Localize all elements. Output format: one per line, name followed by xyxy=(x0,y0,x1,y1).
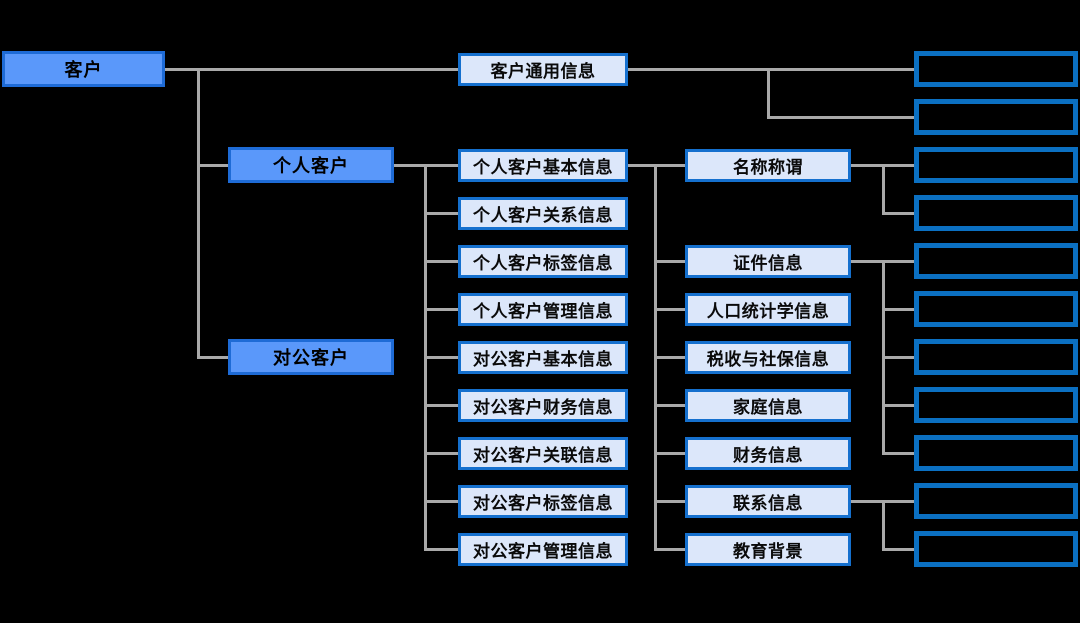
connector-line xyxy=(198,355,228,359)
node-duigong-kehu: 对公客户 xyxy=(228,339,394,375)
node-duigong-jiben: 对公客户基本信息 xyxy=(458,340,628,374)
node-leaf-6 xyxy=(914,339,1078,375)
node-geren-guanli: 个人客户管理信息 xyxy=(458,292,628,326)
connector-line xyxy=(198,163,228,167)
connector-line xyxy=(655,403,685,407)
connector-line xyxy=(196,67,200,359)
node-caiwu: 财务信息 xyxy=(685,436,851,470)
connector-line xyxy=(425,307,458,311)
node-leaf-1 xyxy=(914,99,1078,135)
node-label: 对公客户关联信息 xyxy=(473,445,613,465)
node-label: 对公客户 xyxy=(273,348,349,368)
connector-line xyxy=(883,547,914,551)
node-leaf-9 xyxy=(914,483,1078,519)
node-label: 客户 xyxy=(64,60,103,80)
connector-line xyxy=(425,403,458,407)
node-mingcheng: 名称称谓 xyxy=(685,148,851,182)
connector-line xyxy=(883,403,914,407)
node-duigong-guanlian: 对公客户关联信息 xyxy=(458,436,628,470)
connector-line xyxy=(883,307,914,311)
node-jiating: 家庭信息 xyxy=(685,388,851,422)
node-leaf-10 xyxy=(914,531,1078,567)
node-label: 联系信息 xyxy=(733,493,803,513)
node-leaf-0 xyxy=(914,51,1078,87)
node-label: 税收与社保信息 xyxy=(706,349,830,369)
connector-line xyxy=(425,259,458,263)
connector-line xyxy=(655,355,685,359)
connector-line xyxy=(881,163,885,215)
node-label: 个人客户 xyxy=(273,156,349,176)
connector-line xyxy=(165,67,458,71)
node-label: 人口统计学信息 xyxy=(706,301,830,321)
node-renkou: 人口统计学信息 xyxy=(685,292,851,326)
node-label: 教育背景 xyxy=(733,541,803,561)
connector-line xyxy=(883,355,914,359)
node-duigong-guanli: 对公客户管理信息 xyxy=(458,532,628,566)
node-label: 对公客户财务信息 xyxy=(473,397,613,417)
node-label: 名称称谓 xyxy=(733,157,803,177)
connector-line xyxy=(655,307,685,311)
connector-line xyxy=(655,451,685,455)
node-label: 个人客户基本信息 xyxy=(473,157,613,177)
connector-line xyxy=(628,163,685,167)
node-label: 个人客户标签信息 xyxy=(473,253,613,273)
node-shuishou: 税收与社保信息 xyxy=(685,340,851,374)
connector-line xyxy=(425,451,458,455)
node-leaf-3 xyxy=(914,195,1078,231)
node-duigong-caiwu: 对公客户财务信息 xyxy=(458,388,628,422)
node-kehu-tongyong: 客户通用信息 xyxy=(458,52,628,86)
node-leaf-5 xyxy=(914,291,1078,327)
node-geren-kehu: 个人客户 xyxy=(228,147,394,183)
connector-line xyxy=(425,499,458,503)
connector-line xyxy=(425,211,458,215)
connector-line xyxy=(425,547,458,551)
node-kehu: 客户 xyxy=(2,51,165,87)
node-leaf-2 xyxy=(914,147,1078,183)
connector-line xyxy=(655,259,685,263)
node-label: 客户通用信息 xyxy=(490,61,596,81)
node-label: 对公客户标签信息 xyxy=(473,493,613,513)
node-geren-jiben: 个人客户基本信息 xyxy=(458,148,628,182)
connector-line xyxy=(766,67,770,119)
node-geren-guanxi: 个人客户关系信息 xyxy=(458,196,628,230)
connector-line xyxy=(768,115,914,119)
node-zhengjian: 证件信息 xyxy=(685,244,851,278)
node-geren-biaoqian: 个人客户标签信息 xyxy=(458,244,628,278)
node-leaf-7 xyxy=(914,387,1078,423)
node-lianxi: 联系信息 xyxy=(685,484,851,518)
node-label: 证件信息 xyxy=(733,253,803,273)
node-jiaoyu: 教育背景 xyxy=(685,532,851,566)
connector-line xyxy=(655,499,685,503)
node-label: 财务信息 xyxy=(733,445,803,465)
connector-line xyxy=(425,355,458,359)
node-label: 对公客户基本信息 xyxy=(473,349,613,369)
node-label: 个人客户关系信息 xyxy=(473,205,613,225)
node-label: 对公客户管理信息 xyxy=(473,541,613,561)
node-leaf-4 xyxy=(914,243,1078,279)
node-duigong-biaoqian: 对公客户标签信息 xyxy=(458,484,628,518)
connector-line xyxy=(655,547,685,551)
node-label: 个人客户管理信息 xyxy=(473,301,613,321)
connector-line xyxy=(883,211,914,215)
node-leaf-8 xyxy=(914,435,1078,471)
connector-line xyxy=(881,499,885,551)
node-label: 家庭信息 xyxy=(733,397,803,417)
connector-line xyxy=(628,67,914,71)
connector-line xyxy=(883,451,914,455)
